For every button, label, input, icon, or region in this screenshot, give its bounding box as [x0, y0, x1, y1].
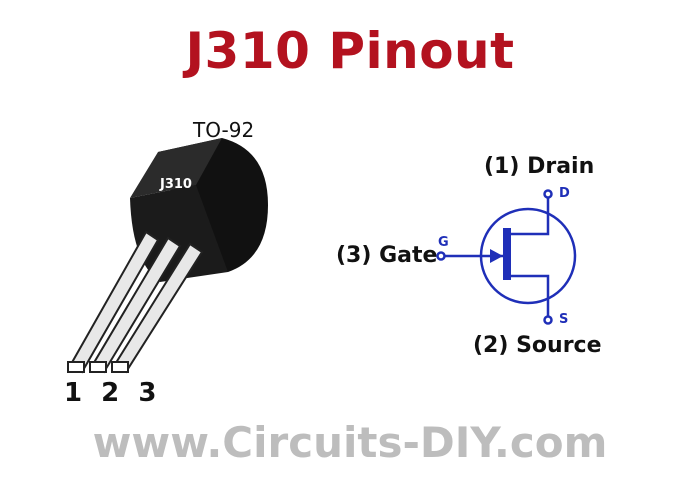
pin-number-3: 3 — [138, 378, 161, 408]
channel-bar — [503, 228, 511, 280]
source-lead — [511, 274, 550, 316]
package-name-label: TO-92 — [193, 118, 255, 142]
drain-letter: D — [559, 186, 570, 201]
gate-arrow — [490, 249, 503, 263]
lead-1 — [67, 230, 160, 374]
source-terminal — [543, 315, 553, 325]
source-label: (2) Source — [473, 333, 602, 358]
gate-terminal — [436, 251, 446, 261]
pin-number-1: 1 — [64, 378, 87, 408]
to92-package: J310 — [130, 138, 268, 282]
jfet-symbol — [436, 189, 577, 325]
drain-terminal — [543, 189, 553, 199]
package-leads — [67, 230, 204, 374]
package-front-body — [130, 185, 228, 282]
package-front-face — [130, 138, 222, 198]
drain-lead — [511, 198, 550, 236]
source-letter: S — [559, 312, 568, 327]
gate-letter: G — [438, 235, 449, 250]
pin-number-row: 1 2 3 — [64, 378, 162, 408]
pin-number-2: 2 — [101, 378, 124, 408]
gate-label: (3) Gate — [336, 243, 438, 268]
website-watermark: www.Circuits-DIY.com — [92, 418, 608, 467]
lead-2 — [89, 236, 182, 374]
drain-label: (1) Drain — [484, 154, 595, 179]
page-title: J310 Pinout — [185, 22, 515, 80]
package-marking: J310 — [159, 177, 192, 192]
lead-3 — [111, 242, 204, 374]
